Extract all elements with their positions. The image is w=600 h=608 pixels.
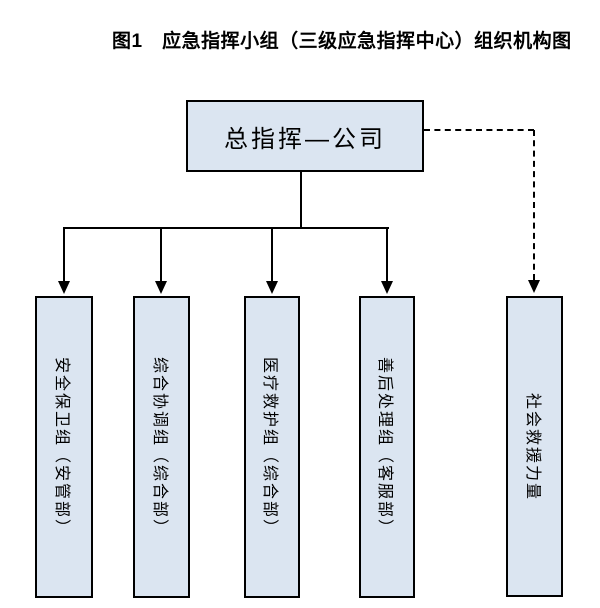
root-node-label: 总指挥—公司 (224, 125, 386, 153)
diagram-title: 图1 应急指挥小组（三级应急指挥中心）组织机构图 (112, 31, 572, 52)
arrowhead-icon (381, 281, 393, 294)
connector-drop-1 (63, 229, 65, 282)
group-node-aftermath: 善后处理组（客服部） (359, 296, 415, 598)
arrowhead-icon (266, 281, 278, 294)
group-node-medical: 医疗救护组（综合部） (244, 296, 300, 598)
group-node-social-rescue: 社会救援力量 (506, 296, 563, 597)
dashed-connector-horizontal (424, 129, 534, 131)
group-node-label: 安全保卫组（安管部） (53, 356, 70, 538)
dashed-connector-vertical (533, 130, 535, 280)
connector-stem (300, 172, 302, 229)
connector-drop-4 (386, 229, 388, 282)
arrowhead-icon (155, 281, 167, 294)
group-node-coordination: 综合协调组（综合部） (133, 296, 190, 598)
group-node-label: 善后处理组（客服部） (376, 356, 393, 538)
group-node-label: 综合协调组（综合部） (150, 356, 168, 538)
arrowhead-icon (528, 280, 540, 293)
connector-drop-3 (271, 229, 273, 282)
connector-horizontal (63, 227, 389, 229)
group-node-security: 安全保卫组（安管部） (35, 296, 93, 598)
root-node-general-command: 总指挥—公司 (186, 100, 424, 172)
group-node-label: 医疗救护组（综合部） (261, 356, 278, 538)
connector-drop-2 (160, 229, 162, 282)
arrowhead-icon (58, 281, 70, 294)
group-node-label: 社会救援力量 (523, 392, 541, 501)
